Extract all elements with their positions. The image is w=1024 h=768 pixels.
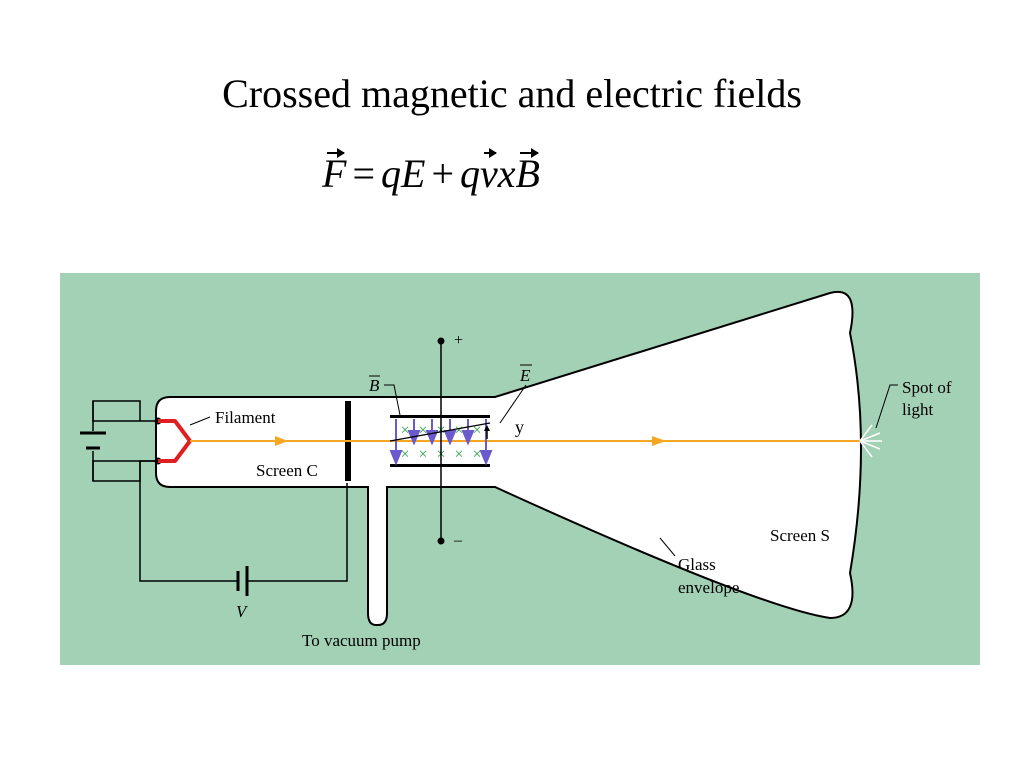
circuit-wires (92, 400, 348, 582)
glass-envelope (155, 290, 862, 626)
charge-symbol: q (460, 151, 480, 196)
beam-arrow-1 (275, 436, 288, 446)
svg-text:×: × (454, 446, 463, 463)
magnetic-vector-symbol: B (515, 148, 540, 196)
spot-label-line2: light (902, 400, 933, 419)
svg-text:×: × (400, 422, 409, 439)
y-label: y (515, 417, 524, 437)
e-leader-line (499, 384, 527, 424)
svg-text:×: × (454, 422, 463, 439)
crt-diagram: × × × × × × × × × × y + – B E Filament S… (60, 273, 980, 665)
beam-arrow-2 (652, 436, 666, 446)
svg-text:×: × (472, 446, 481, 463)
cross-product-symbol: x (497, 151, 516, 196)
svg-text:×: × (418, 422, 427, 439)
b-leader-line (384, 384, 401, 416)
minus-terminal (437, 537, 445, 545)
y-arrow-head (484, 425, 490, 431)
minus-label: – (453, 532, 463, 549)
battery-symbol-left (80, 431, 106, 450)
spot-of-light-rays (859, 424, 882, 458)
glass-leader-line (659, 537, 676, 557)
svg-text:×: × (472, 422, 481, 439)
spot-label-line1: Spot of (902, 378, 952, 397)
equals-sign: = (352, 151, 375, 196)
svg-text:×: × (418, 446, 427, 463)
screen-c-label: Screen C (256, 461, 318, 480)
screen-s-label: Screen S (770, 526, 830, 545)
glass-label-line2: envelope (678, 578, 739, 597)
b-field-label: B (369, 376, 380, 395)
deflected-path (389, 422, 491, 442)
lower-plate (390, 464, 490, 467)
force-vector-symbol: F (322, 148, 347, 196)
glass-label-line1: Glass (678, 555, 716, 574)
battery-symbol-bottom (236, 566, 249, 596)
svg-text:×: × (400, 446, 409, 463)
plus-terminal (437, 337, 445, 345)
vacuum-pump-label: To vacuum pump (302, 631, 421, 650)
velocity-vector-symbol: v (480, 148, 498, 196)
plus-label: + (454, 332, 463, 349)
filament-label: Filament (215, 408, 276, 427)
upper-plate (390, 415, 490, 418)
e-field-label: E (519, 366, 531, 385)
voltage-label: V (236, 602, 249, 621)
filament-leader-line (189, 416, 211, 426)
spot-leader-line (875, 384, 898, 429)
electric-term: qE (381, 151, 426, 196)
plus-sign: + (431, 151, 454, 196)
lorentz-force-equation: F=qE+qvxB (322, 148, 540, 197)
slide-title: Crossed magnetic and electric fields (222, 71, 802, 116)
